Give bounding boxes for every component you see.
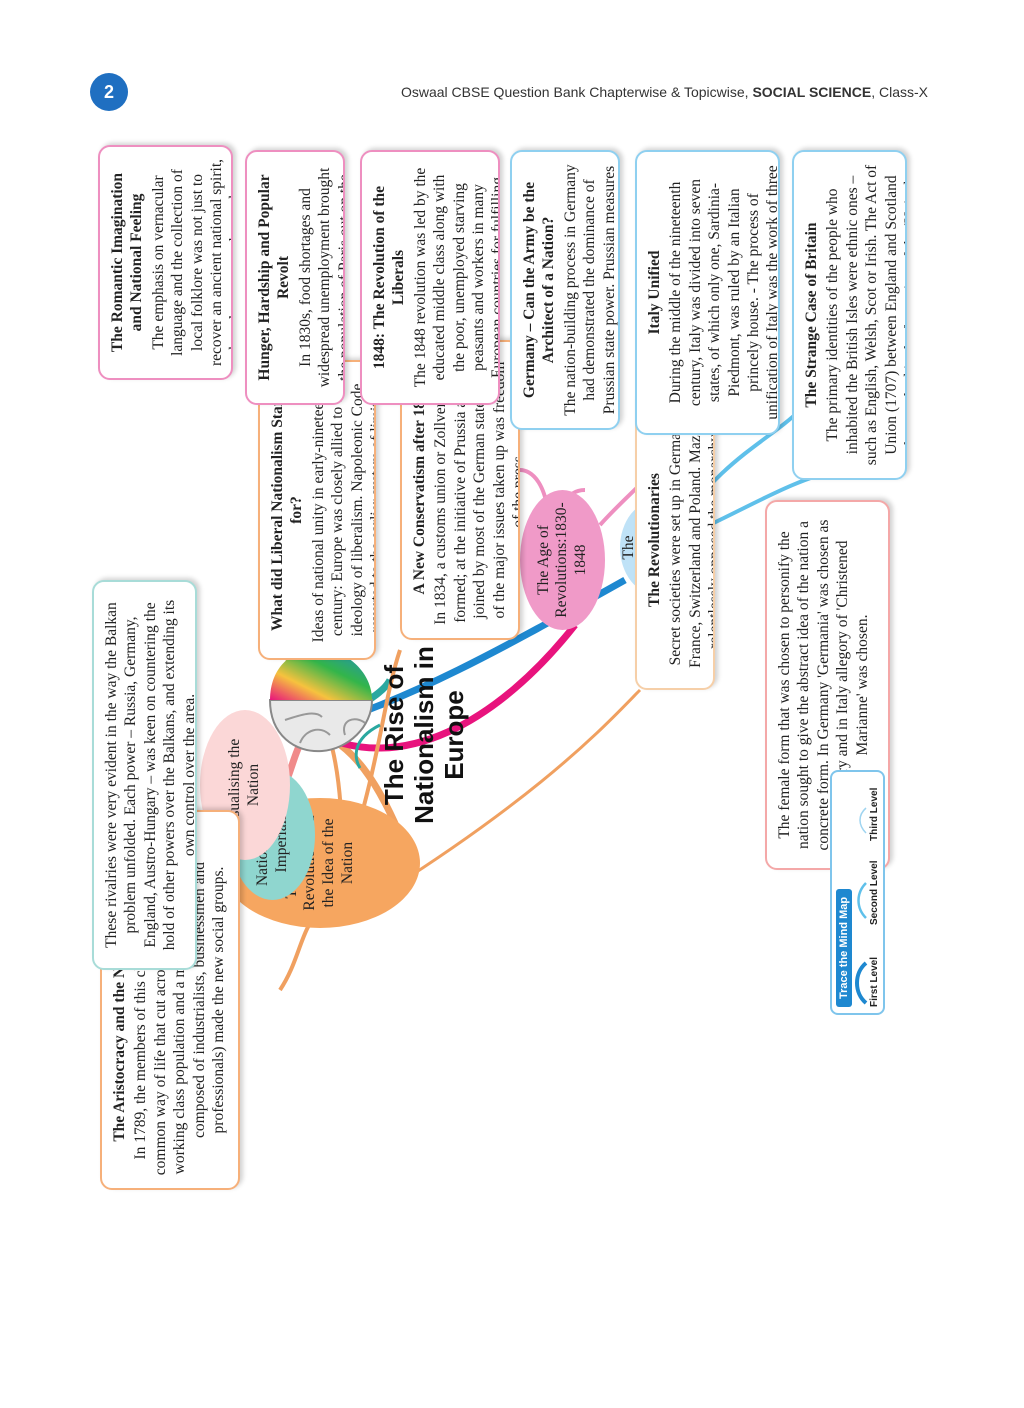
box-germany-army: Germany – Can the Army be the Architect … [510,150,620,430]
central-title-line2: Nationalism in Europe [408,646,469,824]
central-title: The Rise of Nationalism in Europe [379,600,470,870]
page-number: 2 [103,81,114,102]
box-liberal-title: What did Liberal Nationalism Stand for? [269,388,306,632]
box-revolution-liberals-1848: 1848: The Revolution of the Liberals The… [360,150,500,405]
box-romantic-title: The Romantic Imagination and National Fe… [109,172,146,353]
legend-third-level: Third Level [869,787,880,841]
brain-icon [268,648,374,753]
mind-map-legend: Trace the Mind Map First Level Second Le… [830,770,885,1015]
box-revolutionaries-title: The Revolutionaries [646,473,663,607]
legend-first-level: First Level [869,956,880,1007]
node-age-of-revolutions[interactable]: The Age of Revolutions:1830-1848 [520,490,605,630]
central-topic [260,635,390,765]
sub-line-rivalries [354,723,381,769]
header-subject: SOCIAL SCIENCE [752,84,872,100]
box-army-title: Germany – Can the Army be the Architect … [521,181,558,399]
box-italy-body: During the middle of the nineteenth cent… [667,165,780,420]
legend-second-level: Second Level [869,860,880,925]
box-revolutionaries: The Revolutionaries Secret societies wer… [635,390,715,690]
box-romantic-imagination: The Romantic Imagination and National Fe… [98,145,233,380]
node-age-of-revolutions-label: The Age of Revolutions:1830-1848 [534,502,589,618]
box-hunger-title: Hunger, Hardship and Popular Revolt [256,174,293,381]
box-rivalries-body: These rivalries were very evident in the… [103,599,197,951]
box-liberals1848-title: 1848: The Revolution of the Liberals [371,185,408,370]
box-army-body: The nation-building process in Germany h… [561,164,620,416]
box-strange-case-britain: The Strange Case of Britain The primary … [792,150,907,480]
mind-map: The French Revolution and the Idea of th… [80,120,940,1340]
header-text: Oswaal CBSE Question Bank Chapterwise & … [400,84,749,100]
box-hunger-hardship: Hunger, Hardship and Popular Revolt In 1… [245,150,345,405]
box-britain-body: The primary identities of the people who… [824,164,907,466]
box-liberals1848-body: The 1848 revolution was led by the educa… [411,167,500,388]
central-title-line1: The Rise of [379,664,409,806]
box-hunger-body: In 1830s, food shortages and widespread … [296,167,345,388]
running-header: Oswaal CBSE Question Bank Chapterwise & … [401,84,928,100]
page-number-badge: 2 [90,73,128,111]
box-balkan-rivalries: These rivalries were very evident in the… [92,580,197,970]
box-liberal-body: Ideas of national unity in early-ninetee… [309,377,376,643]
box-italy-title: Italy Unified [646,250,663,335]
mind-map-stage: The French Revolution and the Idea of th… [80,120,940,1340]
legend-level-lines [855,807,868,1005]
box-romantic-body: The emphasis on vernacular language and … [149,158,233,366]
box-italy-unified: Italy Unified During the middle of the n… [635,150,780,435]
header-class: , Class-X [871,84,928,100]
box-revolutionaries-body: Secret societies were set up in Germany,… [667,412,715,668]
box-britain-title: The Strange Case of Britain [803,222,820,408]
box-liberal-nationalism: What did Liberal Nationalism Stand for? … [258,360,376,660]
